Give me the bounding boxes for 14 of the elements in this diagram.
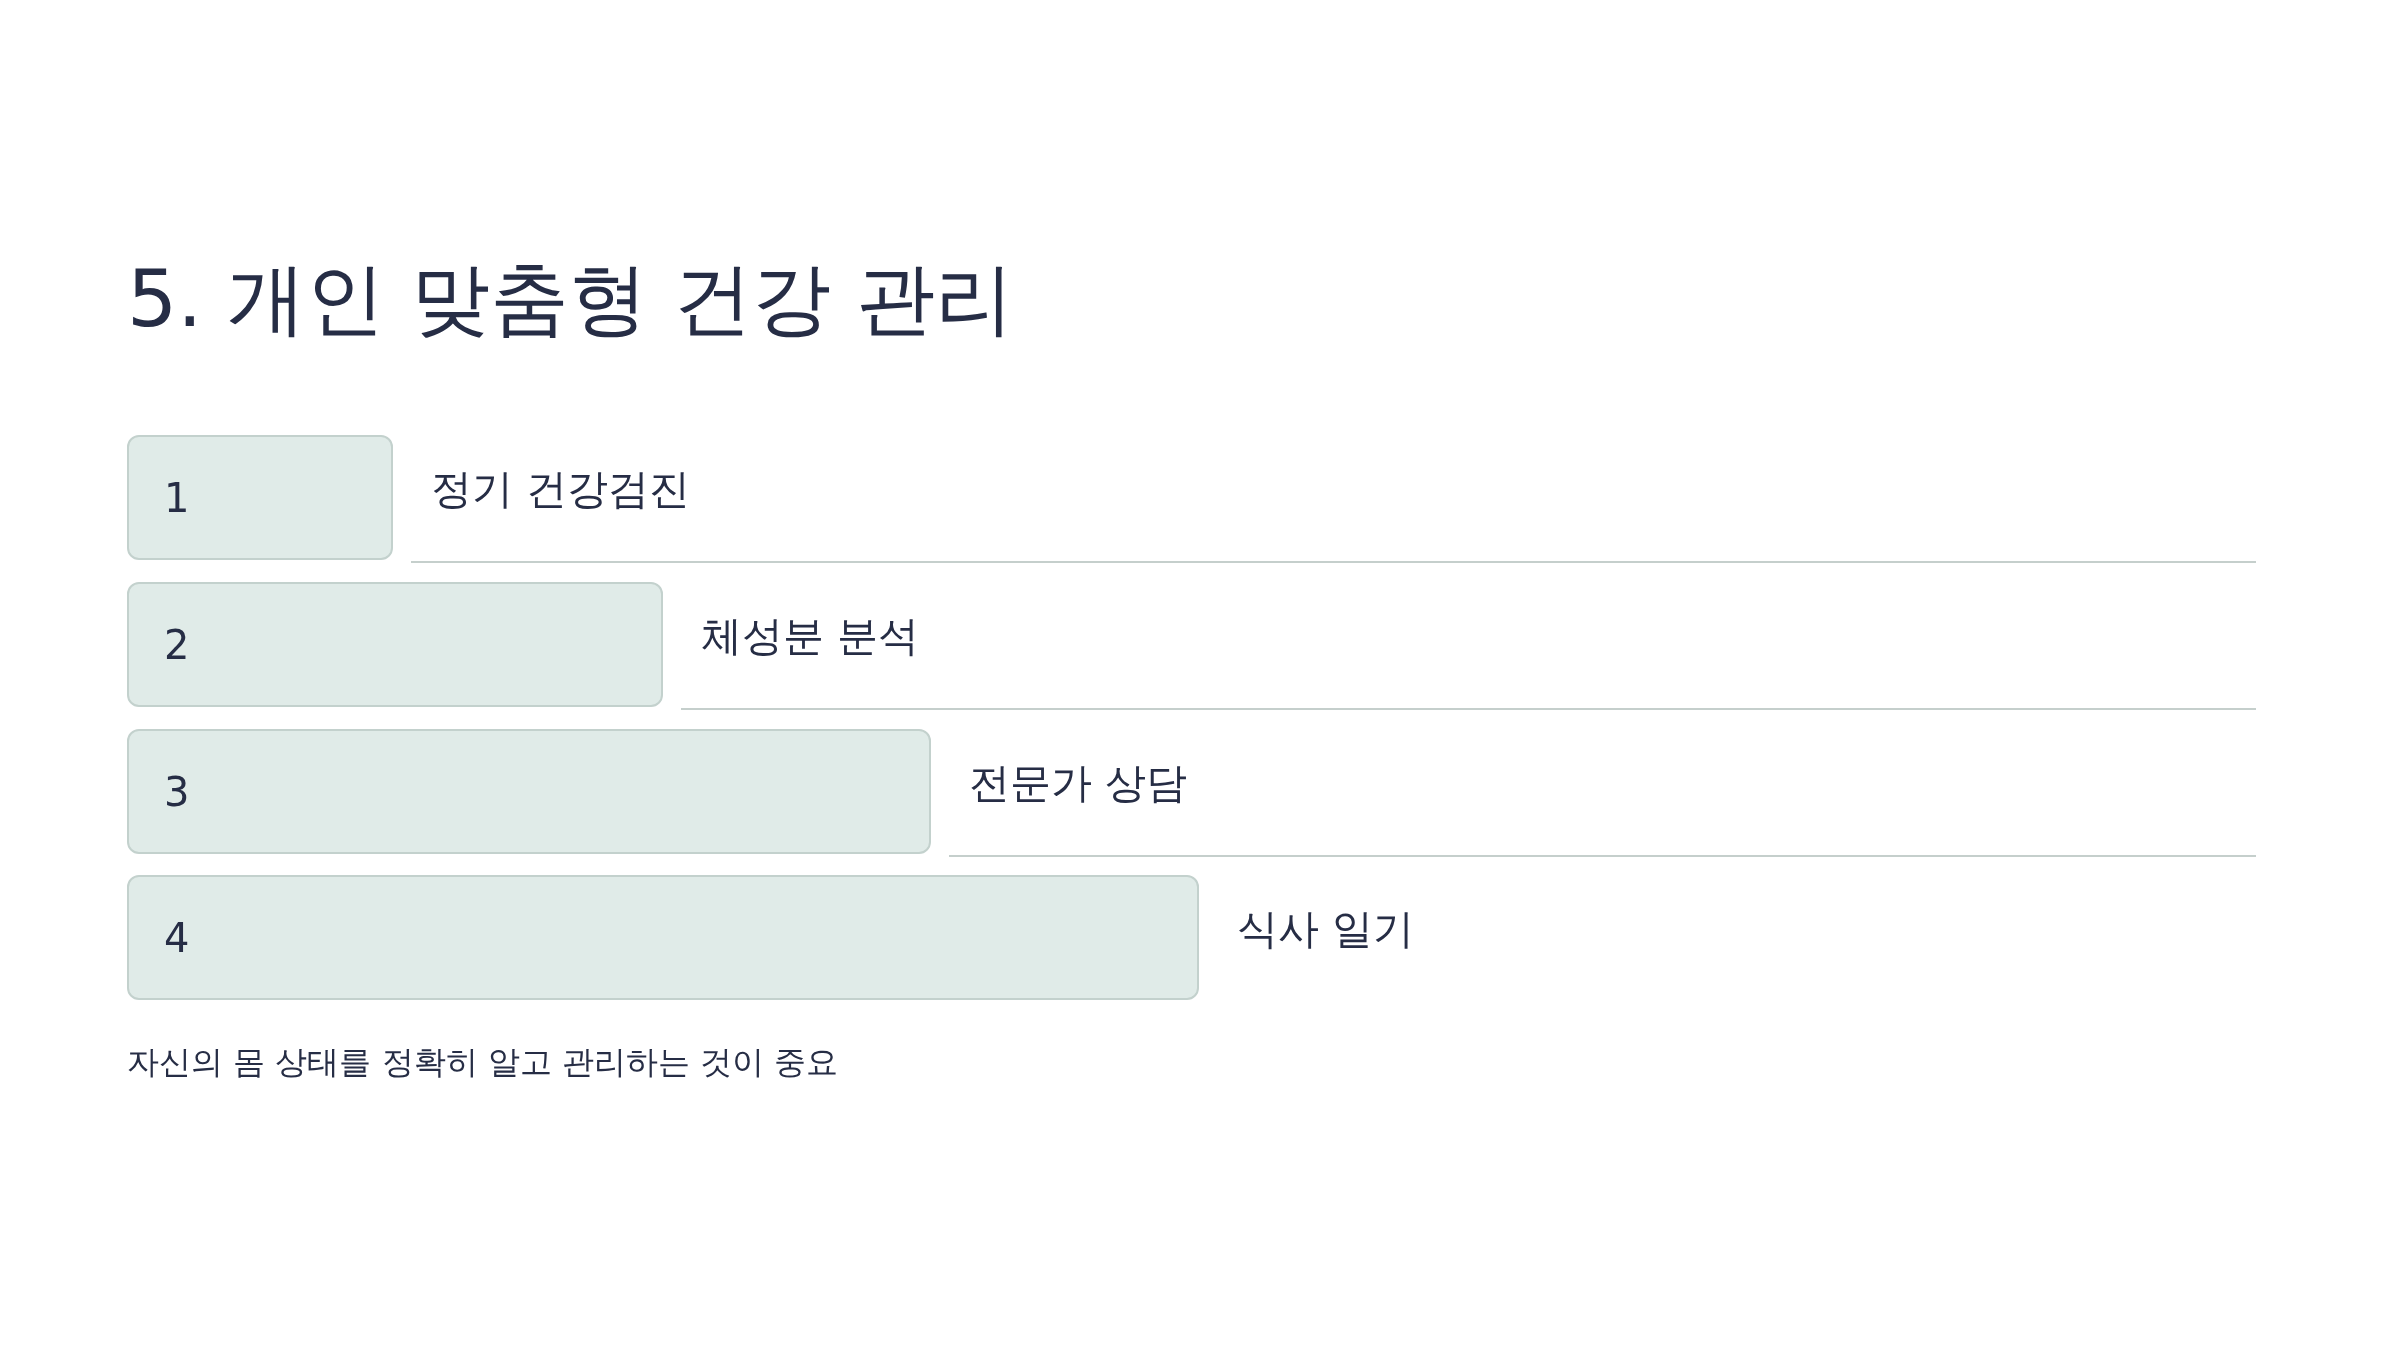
step-bar [127, 875, 1199, 1000]
step-label: 전문가 상담 [969, 759, 1188, 809]
step-label: 정기 건강검진 [431, 465, 691, 515]
step-bar [127, 582, 663, 707]
step-number: 3 [164, 767, 190, 816]
caption-text: 자신의 몸 상태를 정확히 알고 관리하는 것이 중요 [127, 1042, 839, 1083]
step-number: 1 [164, 473, 190, 522]
step-bar [127, 435, 393, 560]
step-bar [127, 729, 931, 854]
step-label: 식사 일기 [1237, 905, 1415, 955]
step-label: 체성분 분석 [701, 612, 920, 662]
step-number: 2 [164, 620, 190, 669]
slide-title: 5. 개인 맞춤형 건강 관리 [127, 252, 1014, 347]
step-number: 4 [164, 913, 190, 962]
